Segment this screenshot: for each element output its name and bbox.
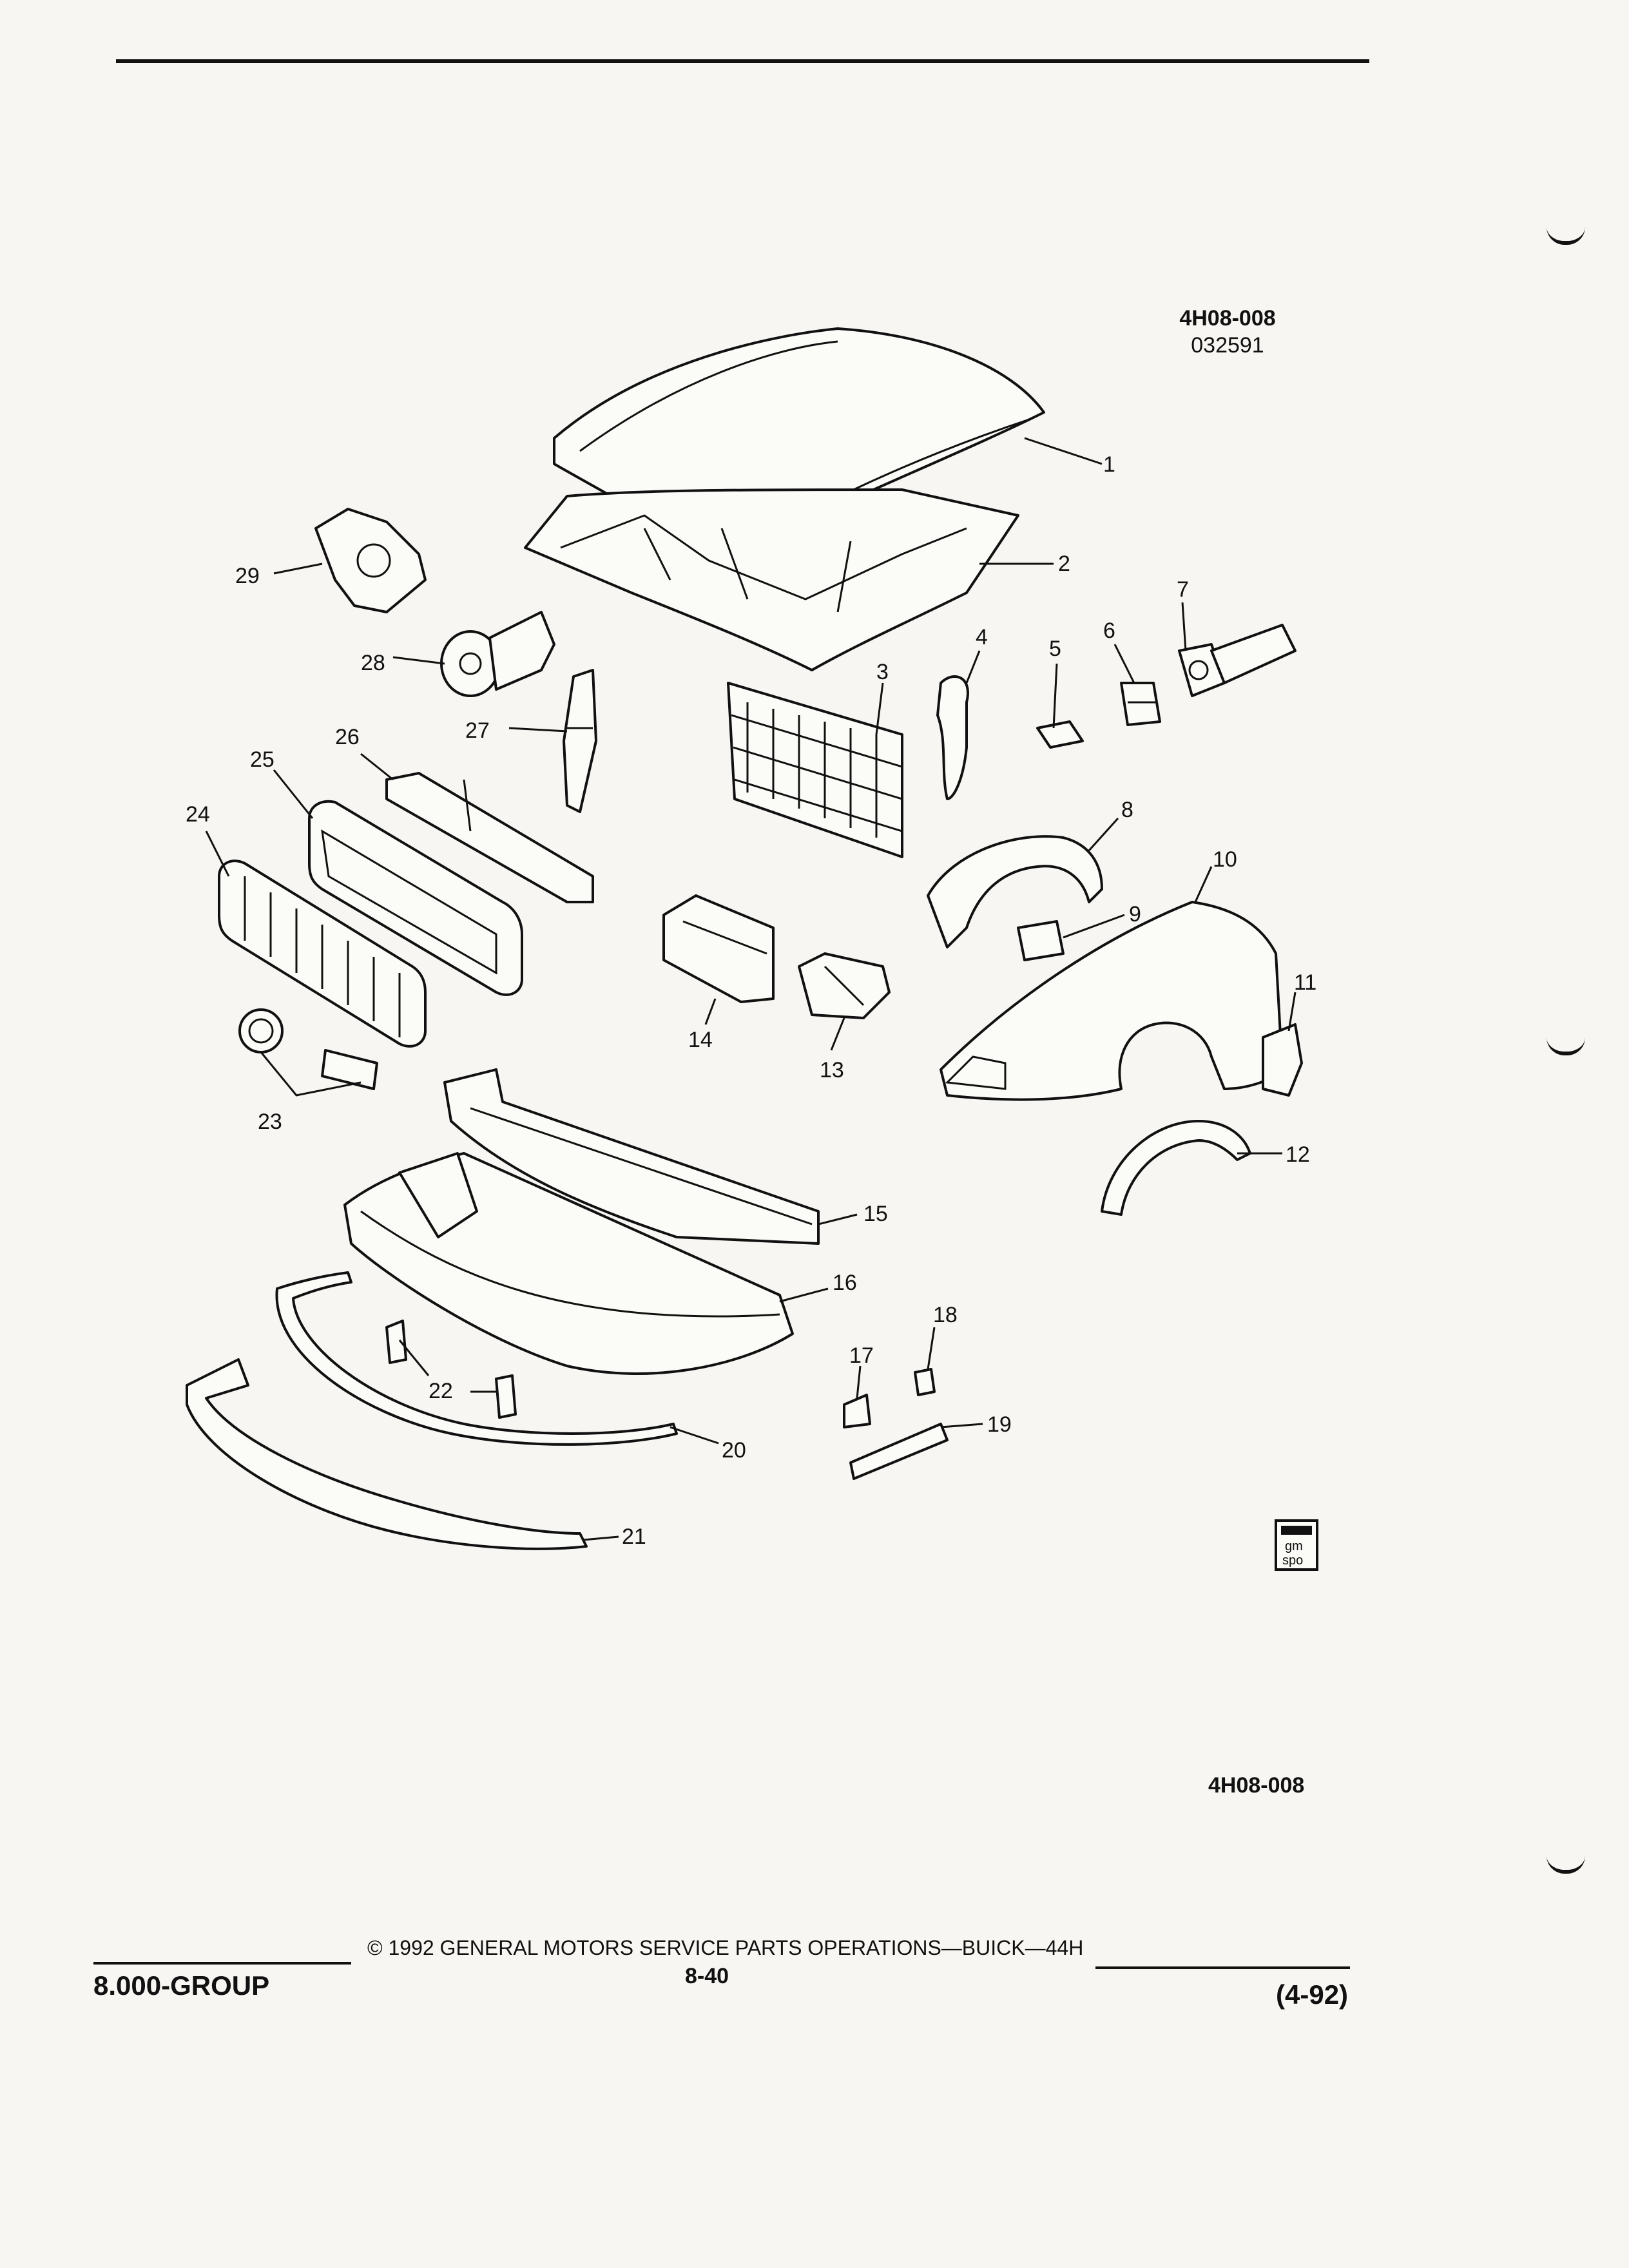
part-5-clip: [1036, 720, 1084, 749]
callout-16: 16: [833, 1271, 857, 1295]
callout-23: 23: [258, 1110, 282, 1134]
part-28-horn: [440, 611, 555, 697]
part-16-bumper-fascia: [343, 1152, 794, 1375]
edge-mark-bottom: [1547, 1856, 1585, 1874]
callout-22: 22: [429, 1379, 453, 1403]
part-21-lower-valance: [186, 1358, 588, 1550]
gm-spo-logo: gm spo: [1275, 1519, 1318, 1571]
part-29-bracket: [314, 508, 427, 613]
callout-10: 10: [1213, 847, 1237, 872]
callout-18: 18: [933, 1303, 958, 1327]
part-20-molding-strip: [275, 1271, 678, 1446]
edge-mark-middle: [1547, 1037, 1585, 1055]
callout-8: 8: [1121, 798, 1133, 822]
part-27-bracket: [563, 669, 597, 813]
part-12-wheel-molding: [1101, 1120, 1251, 1216]
footer-rule-left: [93, 1962, 351, 1965]
footer-revision: (4-92): [1276, 1979, 1349, 2010]
callout-21: 21: [622, 1524, 646, 1549]
part-11-extension: [1262, 1023, 1303, 1097]
callout-28: 28: [361, 651, 385, 675]
callout-9: 9: [1129, 902, 1141, 927]
callout-6: 6: [1103, 619, 1115, 643]
footer-page-number: 8-40: [685, 1964, 729, 1988]
callout-2: 2: [1058, 552, 1070, 576]
leader-lines: [205, 437, 1296, 1541]
part-25-grille-frame: [308, 800, 523, 996]
part-13-marker-lamp: [798, 952, 891, 1019]
footer-copyright: © 1992 GENERAL MOTORS SERVICE PARTS OPER…: [367, 1936, 1084, 1959]
part-26-support: [385, 772, 594, 903]
callout-1: 1: [1103, 452, 1115, 477]
part-24-grille: [218, 860, 427, 1048]
part-14-headlamp: [662, 894, 775, 1003]
callout-19: 19: [987, 1412, 1012, 1437]
part-23-emblems: [238, 1008, 378, 1090]
callout-13: 13: [820, 1058, 844, 1082]
part-8-wheelhouse-panel: [927, 835, 1103, 948]
part-9-bracket: [1017, 920, 1065, 961]
callout-15: 15: [863, 1202, 888, 1226]
callout-11: 11: [1294, 970, 1316, 995]
top-rule: [116, 59, 1369, 63]
callout-5: 5: [1049, 637, 1061, 661]
callout-26: 26: [335, 725, 360, 749]
bottom-figure-code: 4H08-008: [1208, 1773, 1305, 1798]
callout-14: 14: [688, 1028, 713, 1052]
callout-7: 7: [1177, 577, 1189, 602]
part-4-deflector: [936, 675, 969, 800]
callout-20: 20: [722, 1438, 746, 1463]
logo-line1: gm: [1285, 1539, 1303, 1553]
figure-code: 4H08-008: [1179, 306, 1276, 331]
callout-29: 29: [235, 564, 260, 588]
part-15-bumper-absorber: [443, 1068, 820, 1245]
callout-17: 17: [849, 1343, 874, 1368]
part-19-molding: [849, 1423, 949, 1480]
callout-labels: 1 2 3 4 5 6 7 8 9 10 11 12 13 14 15 16 1…: [186, 452, 1316, 1549]
part-hood-inner-panel: [524, 488, 1019, 671]
callout-24: 24: [186, 802, 210, 827]
callout-12: 12: [1286, 1142, 1310, 1167]
callout-4: 4: [976, 625, 988, 649]
part-10-fender: [940, 901, 1284, 1101]
part-18-clip: [914, 1368, 936, 1396]
part-17-bracket: [843, 1394, 871, 1428]
part-22-brackets: [385, 1320, 517, 1419]
part-7-motor: [1178, 624, 1296, 697]
callout-27: 27: [465, 718, 490, 743]
footer-group: 8.000-GROUP: [93, 1970, 270, 2001]
part-6-bracket: [1120, 682, 1161, 726]
logo-line2: spo: [1282, 1553, 1303, 1568]
callout-25: 25: [250, 747, 275, 772]
callout-3: 3: [876, 660, 889, 684]
date-code: 032591: [1191, 333, 1264, 358]
footer-rule-right: [1095, 1966, 1350, 1969]
part-3-radiator: [727, 682, 903, 858]
edge-mark-top: [1547, 227, 1585, 245]
